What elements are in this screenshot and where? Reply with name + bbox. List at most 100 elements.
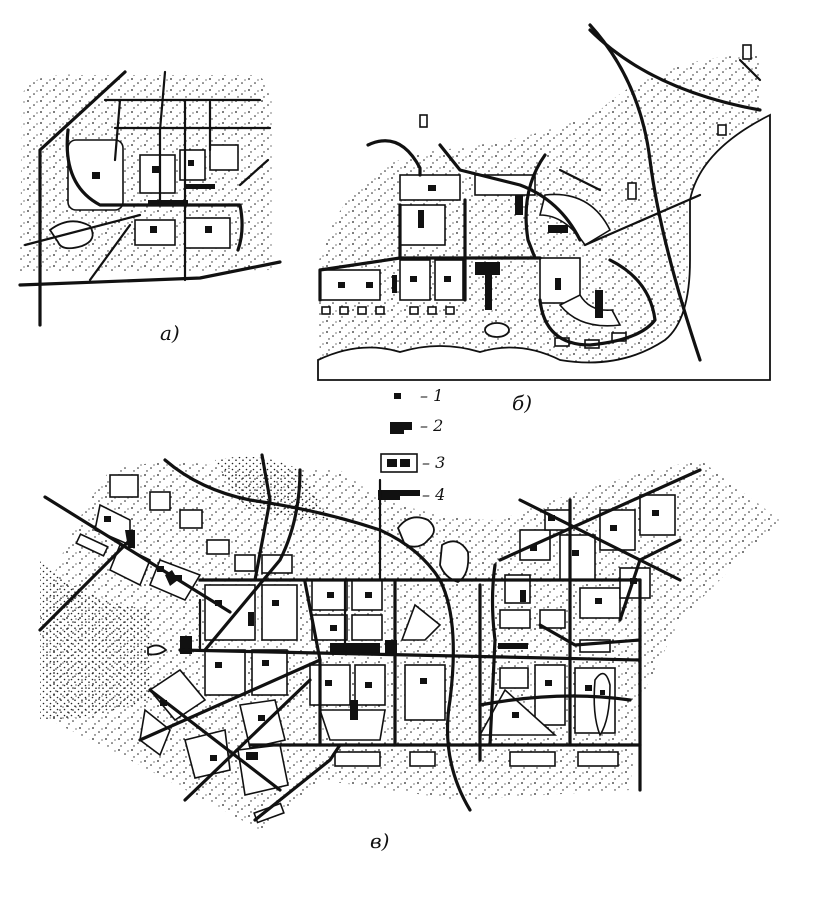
panel-a-building [185,184,215,189]
panel-b-plan: б) [317,23,771,415]
panel-v-block [539,609,566,629]
panel-v-civic-building [498,643,528,649]
panel-b-building [410,276,417,282]
panel-v-pond [439,540,470,583]
panel-v-block [334,751,381,767]
panel-b-building [555,278,561,290]
legend-symbol-3-fill [400,459,410,467]
panel-b-road [538,258,657,347]
panel-v-road [203,468,302,652]
panel-v-road [478,694,632,707]
panel-b-river [317,113,771,381]
panel-b-building [475,262,500,310]
panel-v-building [585,685,592,691]
panel-v-building [330,625,337,631]
legend: – 1 – 2 – 3 – 4 [378,386,445,504]
panel-a-road [18,260,282,287]
panel-v-road [498,468,702,562]
panel-v-building [530,545,537,551]
panel-v-building [600,690,605,695]
panel-b-lot [419,114,428,128]
panel-v-block [109,474,139,498]
panel-v-block [234,554,256,572]
panel-v-building [572,550,579,556]
panel-v-block [409,751,436,767]
panel-a-building [205,226,212,233]
panel-v-building [365,592,372,598]
panel-a-block [184,217,231,249]
panel-v-building [272,600,279,606]
panel-v-block [179,509,203,529]
panel-a-road [158,70,167,207]
panel-v-building [548,515,555,521]
panel-b-building [444,276,451,282]
legend-symbol-2 [390,422,412,434]
panel-b-caption: б) [512,391,532,415]
panel-v-building [420,678,427,684]
panel-b-building [392,275,397,293]
panel-v-civic-building [246,752,258,760]
panel-v-block [149,491,171,511]
panel-v-block [351,614,383,641]
panel-v-building [365,682,372,688]
panel-v-road [253,743,342,822]
panel-b-lot [742,44,752,60]
panel-b-road [438,143,582,242]
panel-v-road [618,538,682,622]
panel-v-road [183,678,312,802]
panel-b-building [515,195,523,215]
panel-a-building [152,166,160,173]
panel-a-pond [48,220,94,250]
panel-a-road [23,213,142,247]
panel-v-civic-building [248,612,254,626]
panel-v-road [538,623,642,647]
panel-b-road [366,139,422,177]
panel-v-road [518,498,682,582]
legend-symbol-3 [380,453,418,473]
panel-v-forest [40,560,150,720]
panel-v-block [351,579,383,611]
panel-v-building [175,575,182,581]
panel-v-block [400,603,442,641]
panel-v-block [261,584,298,641]
panel-b-block [474,174,536,196]
legend-label-1: – 1 [420,386,443,405]
panel-v-road [138,658,322,742]
panel-a-road [113,98,122,162]
panel-a-building [92,172,100,179]
panel-b-building [338,282,345,288]
panel-a-road [88,223,132,282]
panel-v-building [327,592,334,598]
panel-v-road [163,458,472,812]
panel-a-road [65,128,244,252]
panel-v-block [577,751,619,767]
panel-a-building [150,226,157,233]
panel-v-building [104,516,111,522]
panel-b-road [588,28,762,112]
panel-v-building [545,680,552,686]
panel-v-block [75,533,109,557]
panel-v-civic-building [350,700,358,720]
panel-v-block [499,667,529,689]
panel-b-building [595,290,603,318]
panel-b-lot [427,306,437,315]
panel-v-pond [147,644,168,656]
legend-symbol-3-fill [387,459,397,467]
panel-v-building [610,525,617,531]
panel-a-caption: а) [160,321,180,345]
panel-v-road [43,495,232,614]
panel-v-building [160,700,167,706]
panel-v-block [559,534,596,581]
legend-label-2: – 2 [420,416,443,435]
panel-b-road [738,58,762,82]
panel-v-block [593,672,611,737]
panel-b-pond [484,322,510,338]
panel-a-building [148,200,188,206]
panel-a-plan: а) [18,70,282,345]
panel-b-lot [445,306,455,315]
panel-v-block [509,751,556,767]
panel-b-lot [409,306,419,315]
panel-v-civic-building [330,643,380,653]
panel-v-building [215,662,222,668]
